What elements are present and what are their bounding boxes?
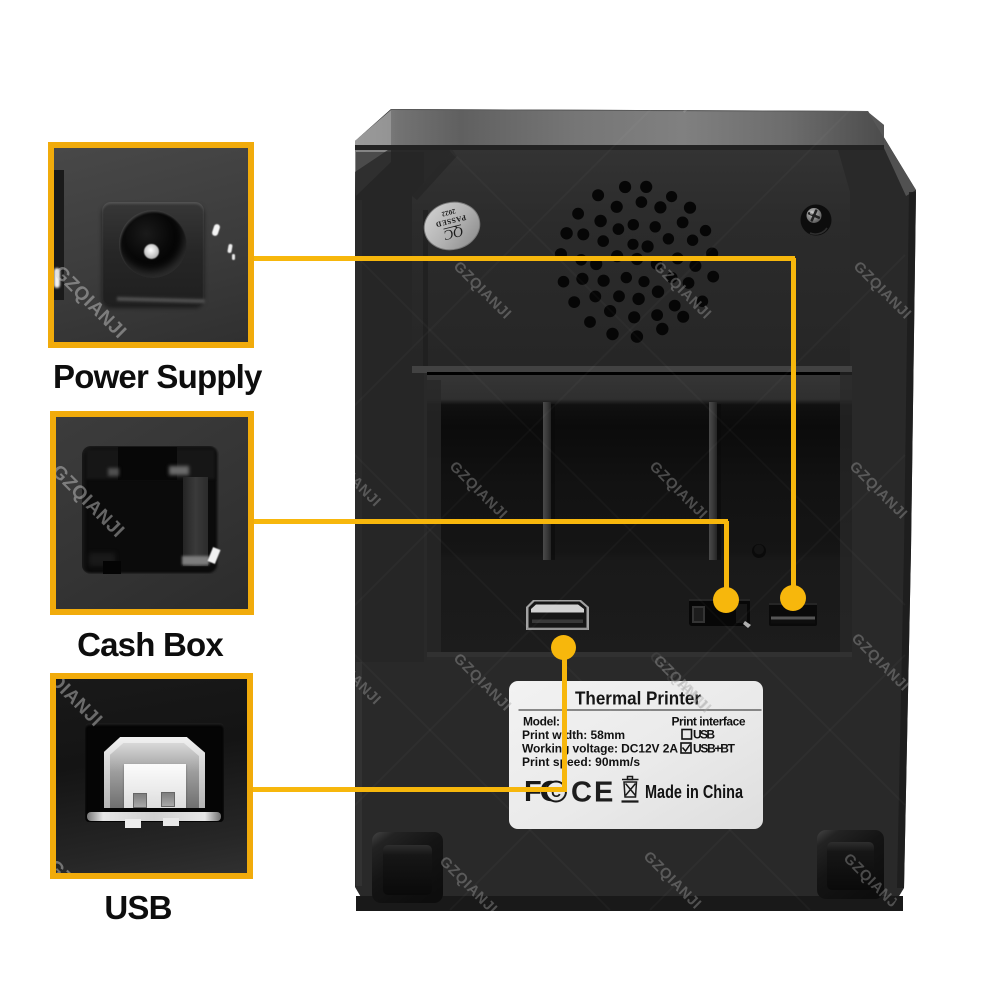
svg-text:USB+BT: USB+BT: [693, 742, 736, 756]
svg-text:Made in China: Made in China: [645, 782, 744, 802]
svg-text:Print interface: Print interface: [672, 715, 746, 729]
svg-text:2022: 2022: [440, 207, 456, 218]
svg-text:QC: QC: [442, 223, 465, 242]
svg-text:Print speed: 90mm/s: Print speed: 90mm/s: [522, 755, 640, 769]
svg-text:CE: CE: [571, 777, 615, 809]
svg-text:C: C: [551, 785, 561, 800]
svg-text:Thermal Printer: Thermal Printer: [575, 689, 701, 709]
svg-text:USB: USB: [693, 728, 715, 742]
svg-text:Model:: Model:: [523, 715, 560, 729]
svg-text:Working voltage: DC12V 2A: Working voltage: DC12V 2A: [522, 742, 678, 756]
svg-text:Print width: 58mm: Print width: 58mm: [522, 728, 625, 742]
